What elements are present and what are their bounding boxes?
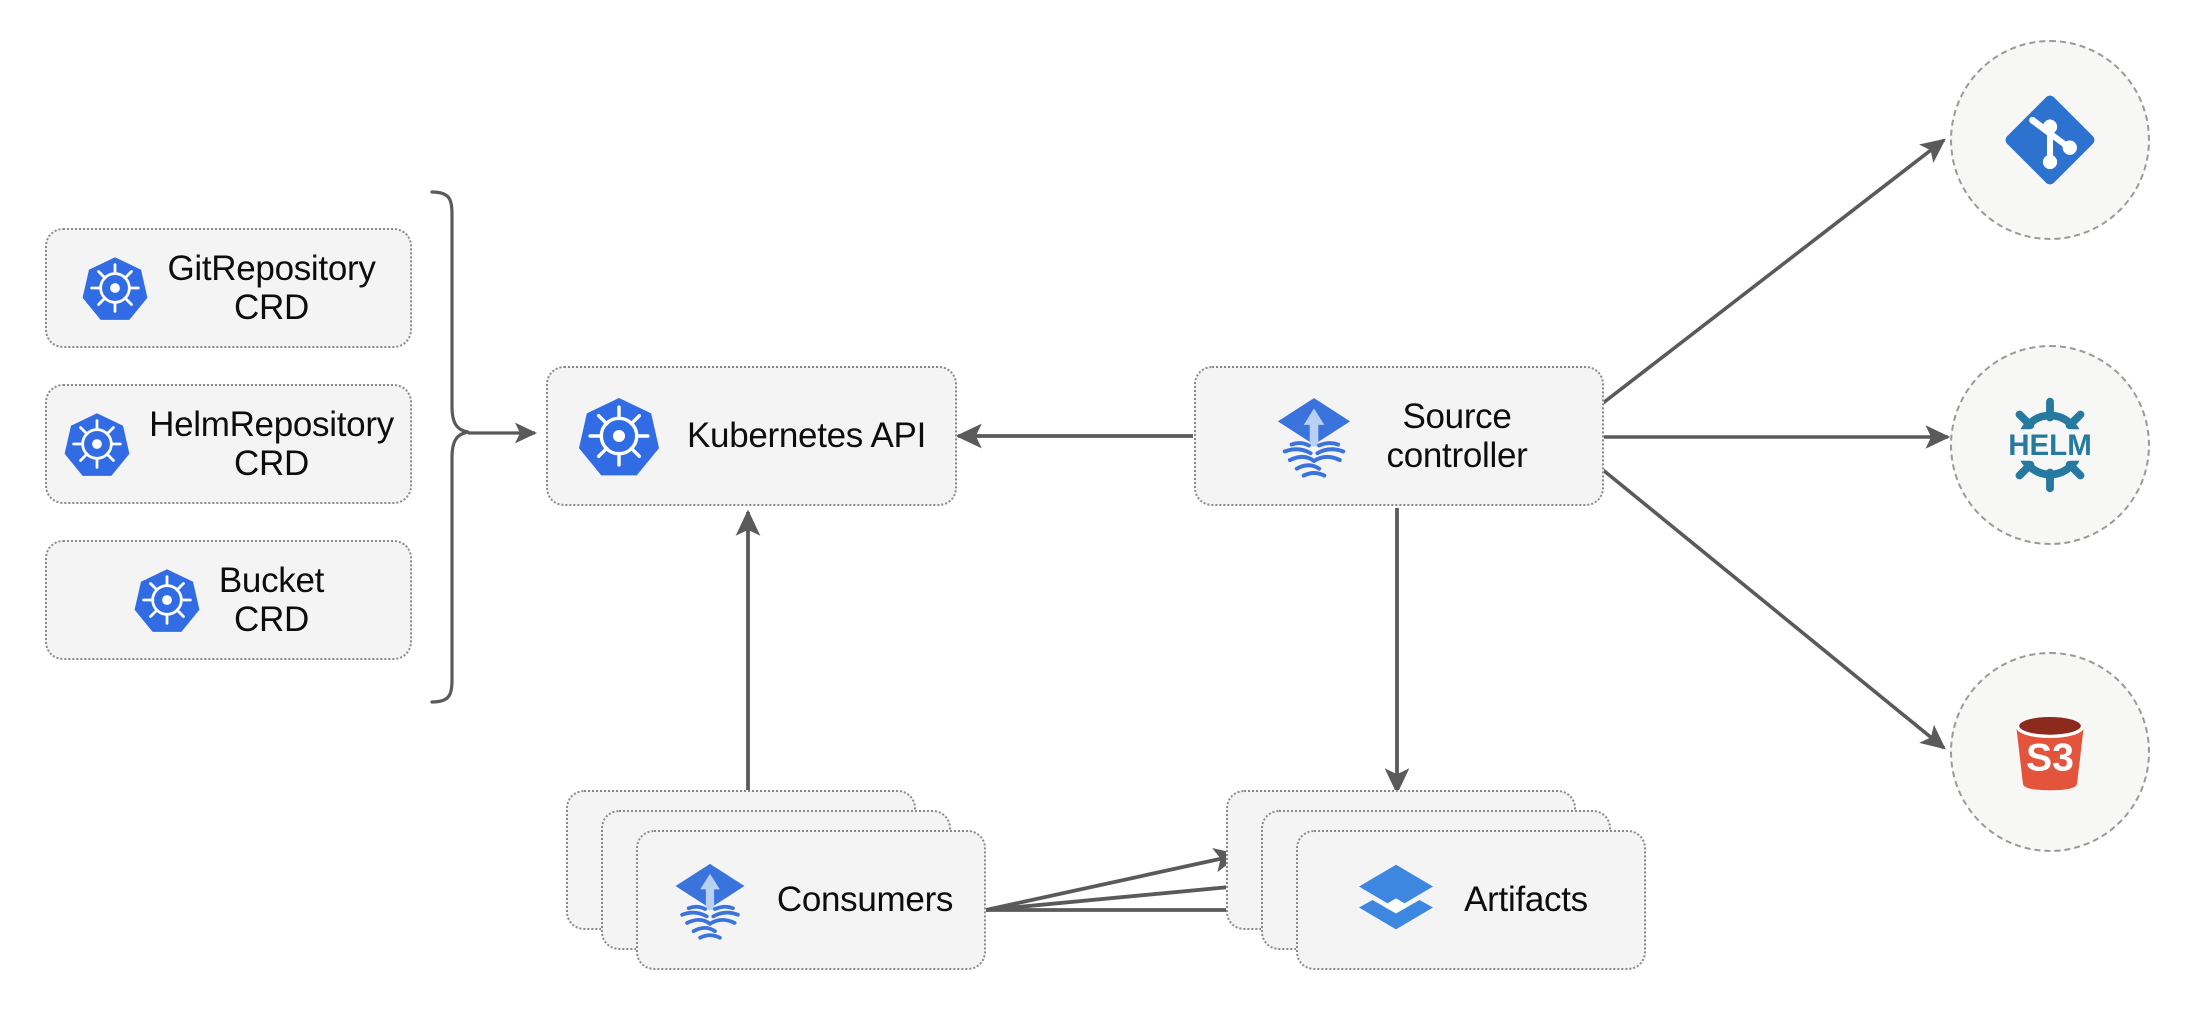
node-gitrepository-crd[interactable]: GitRepository CRD [45,228,412,348]
edge-source-controller-to-git [1601,138,1946,405]
layers-icon [1354,858,1438,942]
s3-label: S3 [2026,737,2074,780]
node-label: Kubernetes API [686,416,927,456]
edge-consumers-to-artifacts-back [985,847,1241,912]
edge-source-controller-to-s3 [1601,468,1946,750]
kubernetes-icon [577,394,661,478]
kubernetes-icon [63,410,131,478]
node-label: GitRepository CRD [167,248,376,327]
node-kubernetes-api[interactable]: Kubernetes API [546,366,957,506]
helm-icon: HELM [1991,386,2109,504]
node-label: Consumers [776,880,954,919]
consumers-card-front[interactable]: Consumers [636,830,986,970]
node-helmrepository-crd[interactable]: HelmRepository CRD [45,384,412,504]
helm-label: HELM [2008,429,2092,462]
artifacts-card-front[interactable]: Artifacts [1296,830,1646,970]
kubernetes-icon [81,254,149,322]
source-s3[interactable]: S3 [1950,652,2150,852]
kubernetes-icon [133,566,201,634]
source-helm[interactable]: HELM [1950,345,2150,545]
node-bucket-crd[interactable]: Bucket CRD [45,540,412,660]
node-label: Source controller [1386,396,1528,475]
node-consumers[interactable]: Consumers [566,790,986,970]
node-label: HelmRepository CRD [149,404,394,483]
source-git[interactable] [1950,40,2150,240]
node-source-controller[interactable]: Source controller [1194,366,1604,506]
node-label: Bucket CRD [218,560,325,639]
git-icon [1995,85,2105,195]
crd-group-bracket [430,190,470,704]
flux-icon [1271,393,1357,479]
flux-icon [669,859,751,941]
node-label: Artifacts [1464,880,1588,919]
node-artifacts[interactable]: Artifacts [1226,790,1646,970]
s3-icon: S3 [1994,696,2106,808]
